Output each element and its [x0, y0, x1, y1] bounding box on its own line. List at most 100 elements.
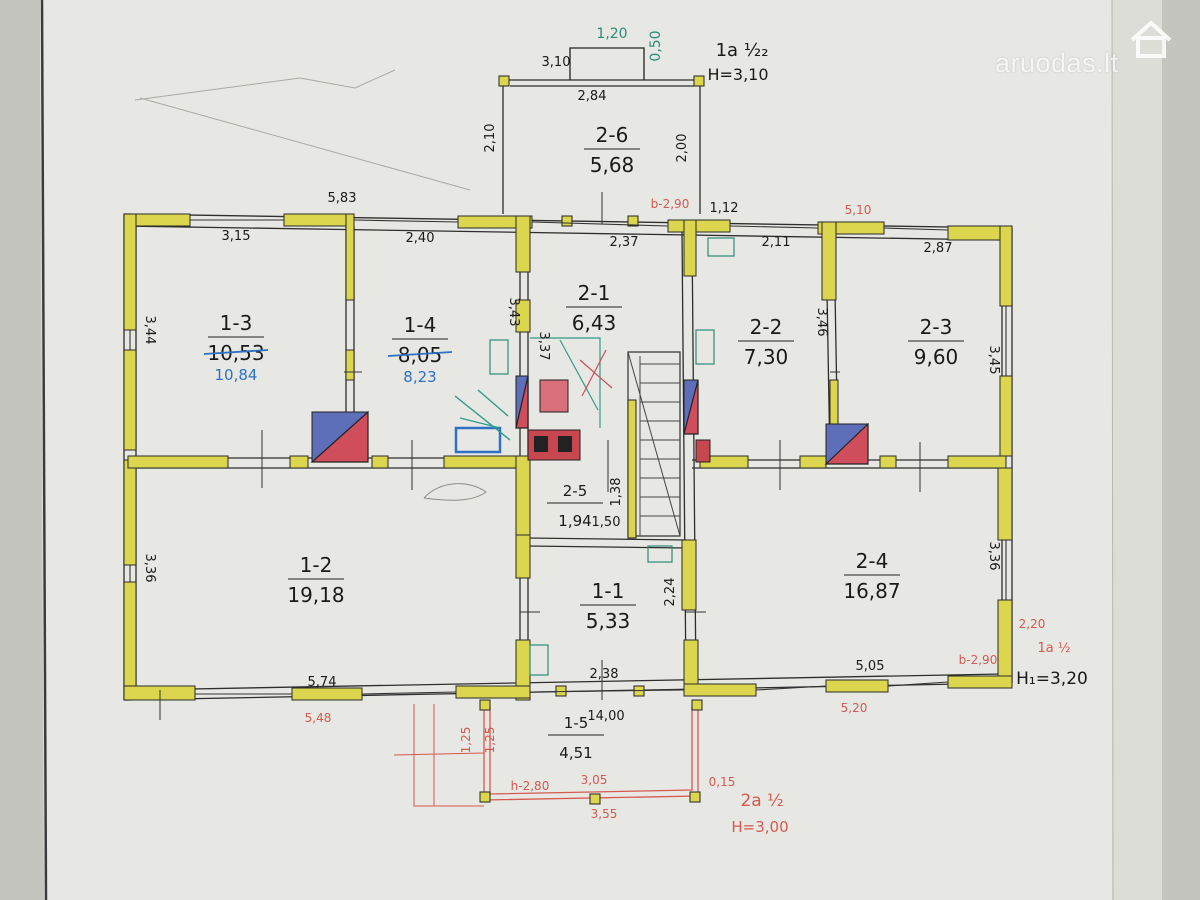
wall-pier-39 [947, 675, 1013, 689]
dimension-red-1: 5,48 [305, 711, 332, 725]
wall-pier-18 [999, 225, 1013, 307]
porch-column-right [693, 75, 705, 87]
stove-1-4-side-red [515, 375, 529, 429]
wall-pier-19 [999, 375, 1013, 457]
sink-2-2 [695, 329, 715, 365]
room-area-2-6: 5,68 [590, 153, 635, 177]
room-id-2-6: 2-6 [596, 123, 629, 147]
room-id-1-2: 1-2 [300, 553, 333, 577]
wall-pier-7 [345, 213, 355, 301]
window-3 [729, 225, 819, 229]
wall-pier-12 [667, 219, 731, 233]
room-area-1-1: 5,33 [586, 609, 631, 633]
dimension-green-1: 0,50 [648, 30, 664, 61]
dimension-black-23: 14,00 [587, 709, 624, 724]
stove-2-3-red [824, 422, 869, 465]
dimension-red-5: 1,25 [459, 727, 473, 754]
pencil-sketch [134, 69, 471, 191]
area-strike-1-4 [387, 351, 453, 357]
dimension-black-17: 2,24 [663, 578, 678, 607]
dimension-red-6: 1,25 [483, 727, 497, 754]
wall-pier-2 [123, 349, 137, 451]
room-area-1-2: 19,18 [287, 583, 344, 607]
wall-pier-3 [123, 459, 137, 566]
dimension-red-7: 0,15 [709, 775, 736, 789]
height-annotation-right: H₁=3,20 [1016, 669, 1088, 689]
dimension-black-7: 3,10 [542, 55, 571, 70]
wall-pier-28 [879, 455, 897, 469]
wall-pier-30 [515, 455, 531, 536]
room-area-new-1-3: 10,84 [215, 366, 258, 384]
dimension-black-15: 3,36 [142, 554, 157, 583]
wall-top-inner [123, 225, 1003, 241]
porch-1-5-column-1 [479, 791, 491, 803]
room-id-1-3: 1-3 [220, 311, 253, 335]
wall-pier-6 [283, 213, 347, 227]
room-area-1-5: 4,51 [559, 744, 592, 762]
pencil-scribble [423, 483, 487, 501]
dimension-red-8: b-2,90 [651, 197, 690, 211]
dimension-black-11: 3,43 [506, 298, 521, 327]
window-12 [755, 685, 827, 691]
room-area-2-2: 7,30 [744, 345, 789, 369]
house-logo-icon [1130, 20, 1172, 58]
room-area-2-3: 9,60 [914, 345, 959, 369]
red-edits-2-1 [579, 349, 613, 397]
stair-diagonal [627, 351, 681, 537]
dimension-red-2: 5,20 [841, 701, 868, 715]
dimension-black-21: 2,38 [590, 667, 619, 682]
wall-bottom-inner [135, 673, 1003, 691]
hearth-door-left [534, 436, 548, 452]
wall-2-5-bottom-b [527, 545, 687, 549]
wall-pier-27 [799, 455, 827, 469]
wall-pier-21 [997, 599, 1013, 685]
green-edits-2-1 [530, 337, 601, 428]
dimension-red-11: 2,20 [1019, 617, 1046, 631]
dimension-black-5: 2,87 [924, 241, 953, 256]
room-id-2-4: 2-4 [856, 549, 889, 573]
wall-pier-4 [123, 581, 137, 701]
height-annotation-bottom-value: H=3,00 [731, 818, 788, 836]
wall-pier-23 [289, 455, 309, 469]
porch-1-5-steps [393, 704, 485, 807]
wall-pier-31 [515, 534, 531, 579]
fixture-0 [707, 237, 735, 257]
room-area-2-4: 16,87 [843, 579, 900, 603]
dimension-black-13: 3,46 [814, 308, 829, 337]
removed-stove-blue [454, 426, 502, 454]
window-11 [529, 689, 685, 693]
porch-1-5-column-4 [589, 793, 601, 805]
dimension-red-0: 5,10 [845, 203, 872, 217]
dimension-black-22: 5,05 [856, 659, 885, 674]
stair-wall-yellow [627, 399, 637, 539]
dimension-black-24: 1,12 [710, 201, 739, 216]
wall-pier-22 [127, 455, 229, 469]
room-id-2-3: 2-3 [920, 315, 953, 339]
dimension-black-12: 3,37 [536, 332, 551, 361]
sink-1-1 [529, 644, 549, 676]
porch-bay [569, 47, 645, 80]
room-area-2-5: 1,94 [558, 512, 591, 530]
window-13 [887, 681, 949, 687]
dimension-red-3: 3,05 [581, 773, 608, 787]
dimension-black-2: 2,40 [406, 231, 435, 246]
green-edits-1-4 [454, 389, 511, 441]
paper-fold [1112, 0, 1162, 900]
room-id-1-1: 1-1 [592, 579, 625, 603]
sheet-border-line [40, 0, 48, 900]
dimension-black-8: 2,10 [483, 124, 498, 153]
dimension-black-18: 1,38 [609, 478, 624, 507]
room-id-2-1: 2-1 [578, 281, 611, 305]
stove-1-3-red [310, 410, 369, 463]
wall-pier-37 [683, 683, 757, 697]
dimension-black-3: 2,37 [610, 235, 639, 250]
dimension-black-10: 3,44 [142, 316, 157, 345]
room-area-2-1: 6,43 [572, 311, 617, 335]
column-1 [627, 215, 639, 227]
fixture-1 [489, 339, 509, 375]
wall-pier-20 [997, 467, 1013, 541]
dimension-black-14: 3,45 [986, 346, 1001, 375]
porch-1-5-column-0 [479, 699, 491, 711]
room-area-new-1-4: 8,23 [403, 368, 436, 386]
